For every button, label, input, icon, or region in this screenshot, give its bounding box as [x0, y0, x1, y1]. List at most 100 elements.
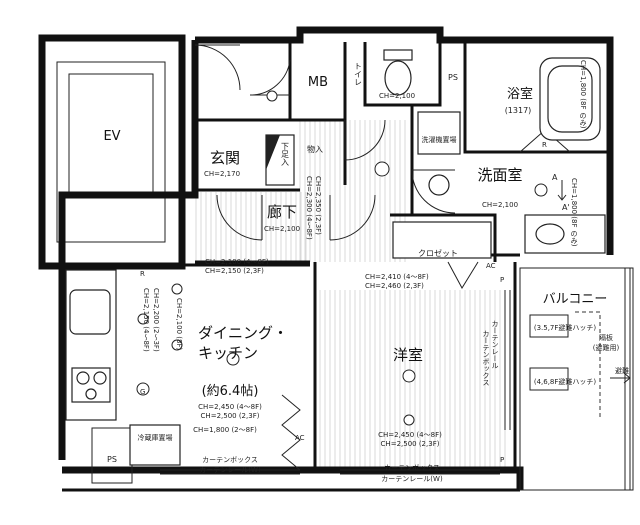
ch-toilet: CH=2,100 — [379, 92, 415, 100]
door-mb[interactable] — [249, 59, 291, 96]
light-kitchen-2 — [136, 382, 150, 396]
label-mb: MB — [308, 75, 328, 90]
label-vent-1: (3.5,7F避難ハッチ) — [534, 323, 597, 332]
label-evacuation: 避難 — [615, 366, 629, 375]
ceiling-heights: CH=2,100 CH=2,170 CH=2,100 CH=2,100 CH=2… — [142, 60, 587, 448]
ch-room-main-1: CH=2,450 (4～8F) — [378, 431, 442, 439]
label-shoe-box: 下足入 — [281, 142, 290, 166]
label-balcony: バルコニー — [543, 292, 608, 307]
light-wash — [534, 183, 548, 197]
balcony-rail — [624, 267, 634, 491]
label-arrow-a2: A' — [562, 203, 570, 212]
label-storage: 物入 — [307, 144, 323, 154]
stove-burner-3 — [85, 388, 97, 400]
washbasin-bowl — [535, 223, 565, 245]
label-bath-size: (1317) — [505, 106, 532, 115]
light-room — [402, 369, 416, 383]
balcony-outline — [519, 267, 631, 491]
label-dk-size: (約6.4帖) — [202, 384, 259, 399]
ch-dk-main-1: CH=2,450 (4～8F) — [198, 403, 262, 411]
label-closet: クロゼット — [418, 248, 458, 258]
label-curtain-vertical: カーテンボックス — [482, 330, 490, 386]
ch-room-top-1: CH=2,410 (4～8F) — [365, 273, 429, 281]
label-hallway: 廊下 — [267, 203, 297, 221]
light-entry — [266, 90, 278, 102]
evacuation-arrow — [610, 372, 631, 384]
light-room-2 — [403, 414, 415, 426]
ch-room-top-2: CH=2,460 (2,3F) — [365, 282, 424, 290]
label-ac-2: AC — [295, 434, 305, 442]
washer-drain — [428, 174, 450, 196]
ch-kitchen-v-3: CH=2,100 (8F) — [175, 298, 183, 350]
balcony-hatch-2 — [529, 367, 569, 391]
sliding-door-zigzag[interactable] — [281, 394, 301, 471]
floorboard-hatching — [195, 120, 506, 468]
door-washroom[interactable] — [411, 169, 456, 214]
doors — [194, 44, 571, 241]
label-dk-2: キッチン — [198, 344, 258, 362]
shoe-box-hatch — [266, 135, 280, 170]
label-r-2: R — [542, 141, 547, 149]
label-partition-note: (避難用) — [593, 343, 620, 352]
ch-dk-main-2: CH=2,500 (2,3F) — [201, 412, 260, 420]
refrigerator-space — [129, 424, 181, 466]
label-genkan: 玄関 — [210, 149, 240, 167]
door-dk[interactable] — [216, 194, 263, 241]
door-entrance[interactable] — [194, 44, 241, 91]
ch-wash-v-1: CH=1,800 (8F のみ) — [570, 178, 578, 247]
wall-toilet — [363, 42, 442, 107]
fixtures — [65, 49, 631, 475]
window-right-room — [504, 290, 511, 430]
label-curtain-dk-2: カーテンレール(W) — [199, 466, 261, 474]
stove-burner-2 — [93, 371, 107, 385]
label-curtain-room-1: カーテンボックス — [384, 464, 440, 472]
ch-dk-bottom: CH=1,800 (2～8F) — [193, 426, 257, 434]
toilet-tank — [383, 49, 413, 61]
label-r-1: R — [140, 270, 145, 278]
label-partition: 隔板 — [599, 333, 613, 342]
label-ac-1: AC — [486, 262, 496, 270]
walls — [38, 26, 634, 492]
label-arrow-a: A — [552, 173, 558, 182]
bottom-wall — [62, 466, 524, 490]
ch-kitchen-v-2: CH=2,200 (2～3F) — [152, 288, 160, 352]
label-curtain-dk-1: カーテンボックス — [202, 456, 258, 464]
label-washroom: 洗面室 — [477, 166, 522, 184]
label-ps-bottom: PS — [107, 455, 117, 464]
door-toilet[interactable] — [344, 119, 386, 161]
stove-burner-1 — [76, 371, 90, 385]
top-wall — [195, 26, 614, 250]
ch-hallway: CH=2,100 — [264, 225, 300, 233]
ch-kitchen-v-1: CH=2,150 (4～8F) — [142, 288, 150, 352]
ch-washroom: CH=2,100 — [482, 201, 518, 209]
balcony-hatch-1 — [529, 314, 569, 338]
window-bottom-room — [340, 469, 500, 475]
toilet-bowl — [384, 60, 412, 96]
ch-genkan: CH=2,170 — [204, 170, 240, 178]
label-curtain-vertical-2: カーテンレール — [491, 320, 499, 369]
kitchen-sink — [69, 289, 111, 335]
ch-hall-v-2: CH=2,350 (2,3F) — [314, 176, 322, 235]
label-washer: 洗濯機置場 — [422, 135, 457, 144]
ch-dk-top-2: CH=2,150 (2,3F) — [205, 267, 264, 275]
label-bath: 浴室 — [507, 86, 533, 102]
label-western-room: 洋室 — [393, 346, 423, 364]
window-bottom-dk — [160, 469, 300, 475]
balcony-partition — [575, 311, 601, 420]
wall-closet — [390, 213, 497, 262]
light-kitchen-3 — [171, 283, 183, 295]
label-p-1: P — [500, 276, 504, 284]
ch-dk-top-1: CH=2,100 (4～8F) — [205, 258, 269, 266]
label-refrigerator: 冷蔵庫置場 — [138, 433, 173, 442]
room-labels: EV MB トイレ 浴室 (1317) PS 玄関 下足入 物入 洗面室 廊下 … — [103, 62, 607, 464]
label-g: G — [140, 388, 145, 396]
label-toilet: トイレ — [354, 62, 363, 86]
door-room[interactable] — [329, 194, 376, 241]
light-kitchen-4 — [171, 339, 183, 351]
light-kitchen-1 — [137, 313, 149, 325]
label-ev: EV — [103, 129, 120, 144]
wall-bath — [463, 42, 610, 154]
label-dk-1: ダイニング・ — [198, 324, 288, 342]
misc-labels: 冷蔵庫置場 洗濯機置場 (3.5,7F避難ハッチ) (4,6,8F避難ハッチ) … — [138, 135, 630, 483]
closet-doors — [447, 261, 479, 290]
